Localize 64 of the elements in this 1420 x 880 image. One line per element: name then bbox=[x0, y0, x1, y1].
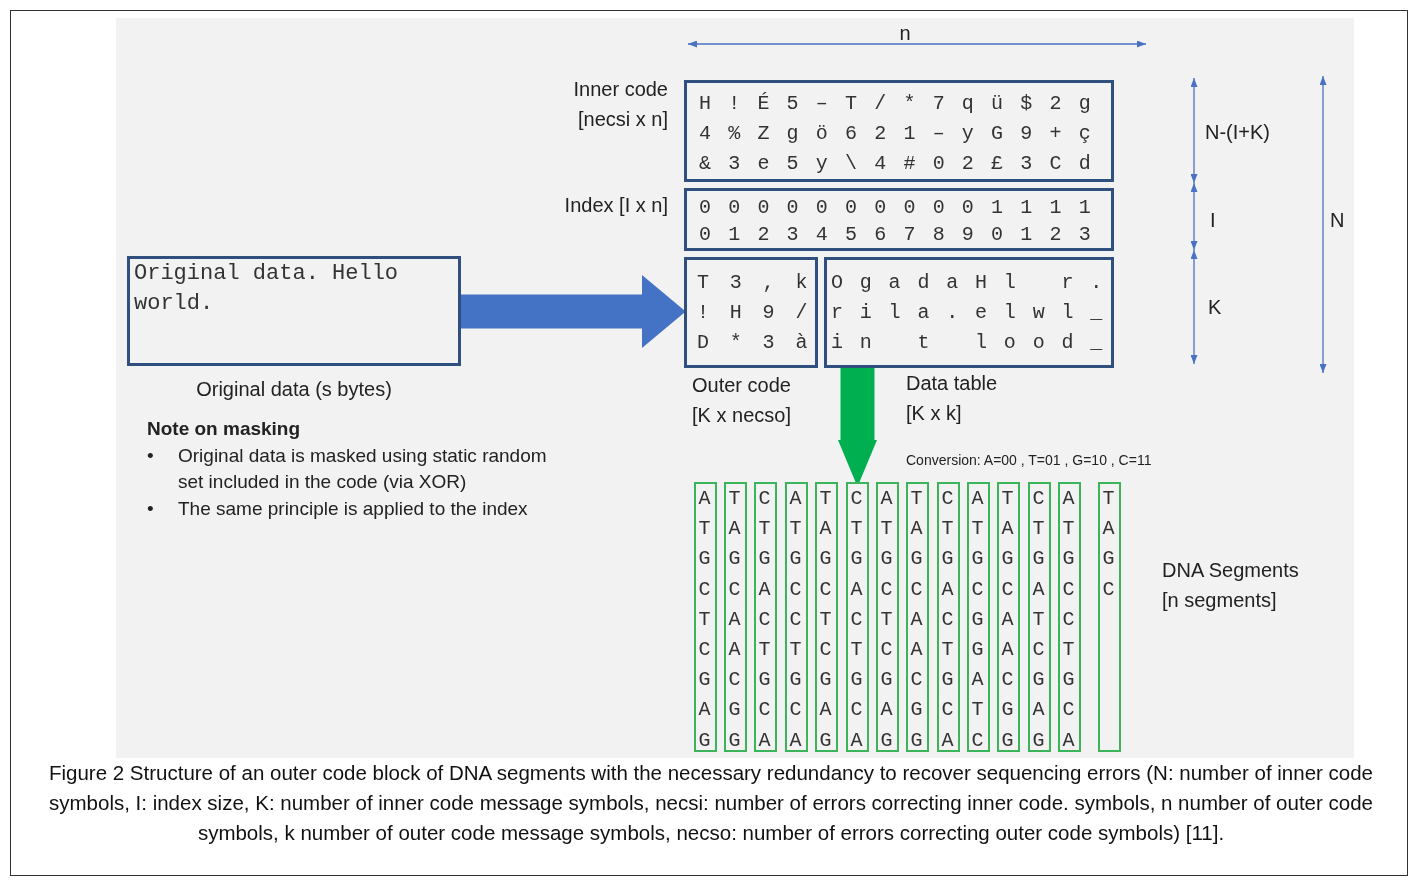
note-item: Original data is masked using static random set included in the code (via XOR) bbox=[178, 444, 548, 494]
dimension-label: I bbox=[1210, 208, 1217, 233]
base-sequence: A T G C G G A T C bbox=[971, 486, 985, 754]
table-caption: Data table [K x k] bbox=[906, 371, 999, 426]
code-row-text: i n t l o o d _ bbox=[831, 330, 1105, 356]
code-row-text: 0 0 0 0 0 0 0 0 0 0 1 1 1 1 bbox=[699, 195, 1094, 221]
base-sequence: T A G C A A C G G bbox=[1001, 486, 1015, 754]
base-sequence: A T G C C T G C A bbox=[1062, 486, 1076, 754]
code-row-text: r i l a . e l w l _ bbox=[831, 300, 1105, 326]
code-row-text: O g a d a H l r . bbox=[831, 270, 1105, 296]
data-box bbox=[127, 256, 461, 366]
block-arrow bbox=[461, 275, 686, 348]
dimension-label: N-(I+K) bbox=[1205, 120, 1271, 145]
code-table bbox=[684, 257, 818, 368]
note-item: The same principle is applied to the index bbox=[178, 497, 529, 521]
code-table bbox=[684, 188, 1114, 251]
dimension-label: N bbox=[1330, 208, 1346, 233]
bullet-mark: • bbox=[147, 497, 155, 521]
dna-segment bbox=[785, 482, 808, 752]
base-sequence: A T G C T C G A G bbox=[880, 486, 894, 754]
base-sequence: A T G C C T G C A bbox=[789, 486, 803, 754]
base-sequence: T A G C bbox=[1102, 486, 1116, 603]
conversion-note: Conversion: A=00 , T=01 , G=10 , C=11 bbox=[906, 451, 1153, 470]
figure-caption: Figure 2 Structure of an outer code block of DNA segments with the necessary redundancy to recover sequencing errors (N: number of inner code symbols, I: index size, K: number of inner code message symbols, necsi: number of errors correcting inner code. symbols, n number of outer code symbols, k number of outer code message symbols, necso: number of errors correcting outer code symbols) [11]. bbox=[47, 760, 1375, 846]
data-text: Original data. Hello world. bbox=[133, 260, 400, 318]
dna-segment bbox=[937, 482, 960, 752]
table-caption: Inner code [necsi x n] bbox=[572, 77, 668, 132]
dna-segment bbox=[1098, 482, 1121, 752]
base-sequence: C T G A C T G C A bbox=[758, 486, 772, 754]
code-row-text: 4 % Z g ö 6 2 1 – y G 9 + ç bbox=[699, 121, 1094, 147]
code-row-text: D * 3 à bbox=[697, 330, 812, 356]
dna-segment bbox=[997, 482, 1020, 752]
table-caption: Index [I x n] bbox=[563, 193, 668, 218]
code-table bbox=[824, 257, 1114, 368]
code-row-text: & 3 e 5 y \ 4 # 0 2 £ 3 C d bbox=[699, 151, 1094, 177]
base-sequence: C T G A C T G C A bbox=[850, 486, 864, 754]
base-sequence: C T G A C T G C A bbox=[941, 486, 955, 754]
table-caption: Original data (s bytes) bbox=[195, 377, 393, 402]
dna-segment bbox=[876, 482, 899, 752]
dimension-label: K bbox=[1208, 295, 1223, 320]
bullet-mark: • bbox=[147, 444, 155, 468]
code-row-text: 0 1 2 3 4 5 6 7 8 9 0 1 2 3 bbox=[699, 222, 1094, 248]
dna-segment bbox=[724, 482, 747, 752]
dna-segment bbox=[1058, 482, 1081, 752]
base-sequence: C T G A T C G A G bbox=[1032, 486, 1046, 754]
dna-segment bbox=[1028, 482, 1051, 752]
dna-segment bbox=[754, 482, 777, 752]
segments-label: DNA Segments [n segments] bbox=[1162, 558, 1300, 613]
base-sequence: T A G C A A C G G bbox=[728, 486, 742, 754]
base-sequence: T A G C T C G A G bbox=[819, 486, 833, 754]
table-caption: Outer code [K x necso] bbox=[692, 373, 792, 428]
code-row-text: ! H 9 / bbox=[697, 300, 812, 326]
dna-segment bbox=[846, 482, 869, 752]
note-heading: Note on masking bbox=[147, 417, 302, 441]
dna-segment bbox=[967, 482, 990, 752]
base-sequence: T A G C A A C G G bbox=[910, 486, 924, 754]
base-sequence: A T G C T C G A G bbox=[698, 486, 712, 754]
dimension-label: n bbox=[898, 21, 912, 46]
dna-segment bbox=[694, 482, 717, 752]
dna-segment bbox=[906, 482, 929, 752]
code-table bbox=[684, 80, 1114, 182]
code-row-text: T 3 , k bbox=[697, 270, 812, 296]
dna-segment bbox=[815, 482, 838, 752]
code-row-text: H ! É 5 – T / * 7 q ü $ 2 g bbox=[699, 91, 1094, 117]
